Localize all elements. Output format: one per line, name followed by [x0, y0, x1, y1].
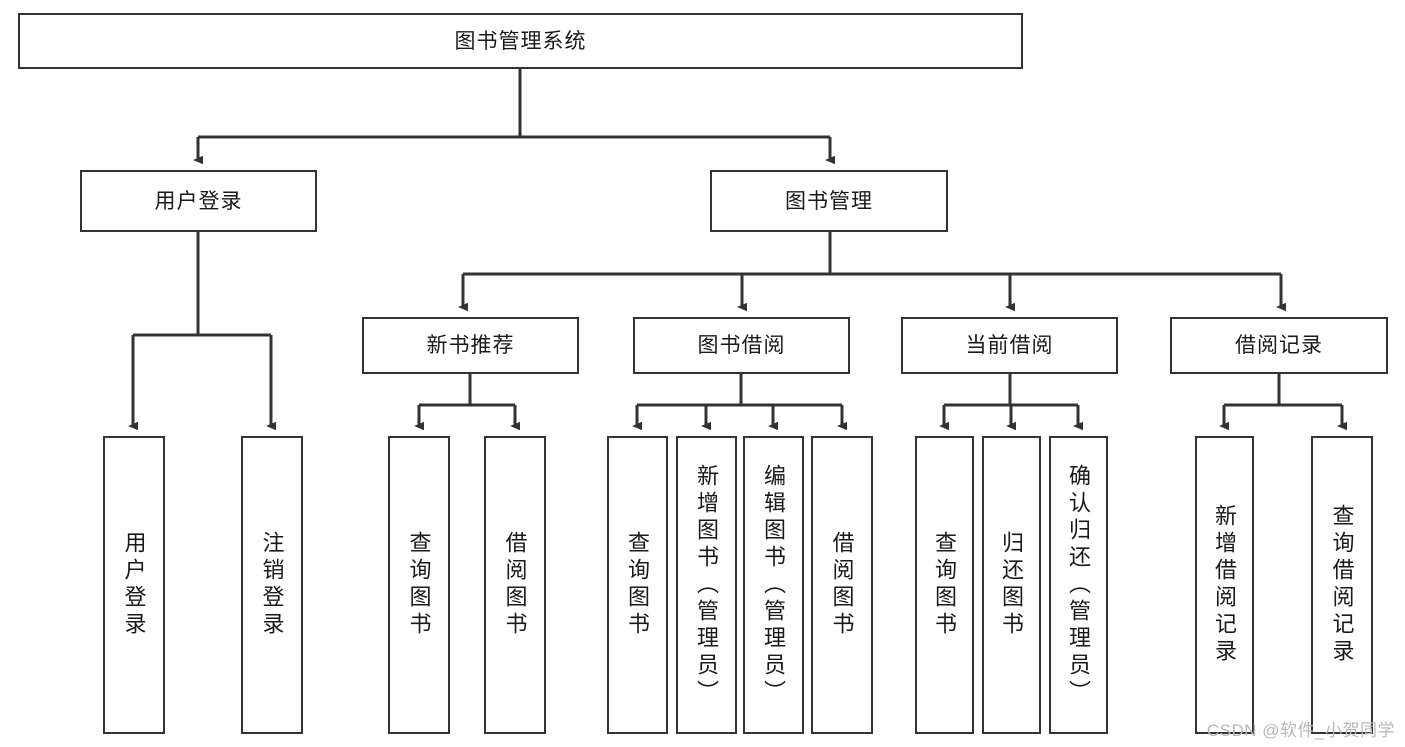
node-root-system[interactable]: 图书管理系统	[18, 13, 1023, 69]
node-label: 用户登录	[121, 531, 147, 639]
csdn-watermark: CSDN @软件_小贺同学	[1206, 721, 1395, 740]
node-label: 图书管理系统	[454, 29, 587, 53]
node-label: 查询图书	[406, 531, 432, 639]
node-label: 新书推荐	[426, 334, 515, 357]
node-book-management[interactable]: 图书管理	[710, 170, 948, 232]
node-label: 新增借阅记录	[1212, 504, 1238, 666]
leaf-add-borrow-record[interactable]: 新增借阅记录	[1195, 436, 1254, 734]
node-label: 归还图书	[999, 531, 1025, 639]
node-user-login[interactable]: 用户登录	[80, 170, 317, 232]
node-book-borrow[interactable]: 图书借阅	[633, 317, 850, 374]
leaf-query-book-current[interactable]: 查询图书	[915, 436, 974, 734]
node-new-book-recommend[interactable]: 新书推荐	[362, 317, 579, 374]
leaf-query-book-recommend[interactable]: 查询图书	[388, 436, 450, 734]
node-label: 查询图书	[625, 531, 651, 639]
leaf-borrow-book-recommend[interactable]: 借阅图书	[484, 436, 546, 734]
node-label: 借阅图书	[829, 531, 855, 639]
node-label: 图书管理	[785, 189, 873, 213]
node-label: 用户登录	[154, 189, 243, 213]
node-current-borrow[interactable]: 当前借阅	[901, 317, 1118, 374]
leaf-query-borrow-record[interactable]: 查询借阅记录	[1311, 436, 1373, 734]
node-label: 查询图书	[932, 531, 958, 639]
leaf-user-login[interactable]: 用户登录	[103, 436, 165, 734]
node-label: 查询借阅记录	[1329, 504, 1355, 666]
node-borrow-record[interactable]: 借阅记录	[1170, 317, 1388, 374]
node-label: 确认归还（管理员）	[1066, 463, 1092, 707]
node-label: 借阅图书	[502, 531, 528, 639]
node-label: 注销登录	[259, 531, 285, 639]
leaf-edit-book-admin[interactable]: 编辑图书（管理员）	[743, 436, 804, 734]
node-label: 图书借阅	[697, 334, 786, 357]
leaf-borrow-book[interactable]: 借阅图书	[811, 436, 873, 734]
node-label: 新增图书（管理员）	[694, 463, 720, 707]
leaf-logout[interactable]: 注销登录	[241, 436, 303, 734]
node-label: 当前借阅	[965, 334, 1054, 357]
leaf-return-book[interactable]: 归还图书	[982, 436, 1041, 734]
leaf-add-book-admin[interactable]: 新增图书（管理员）	[676, 436, 737, 734]
leaf-confirm-return-admin[interactable]: 确认归还（管理员）	[1049, 436, 1108, 734]
leaf-query-book-borrow[interactable]: 查询图书	[607, 436, 668, 734]
node-label: 借阅记录	[1235, 334, 1323, 357]
node-label: 编辑图书（管理员）	[761, 463, 787, 707]
